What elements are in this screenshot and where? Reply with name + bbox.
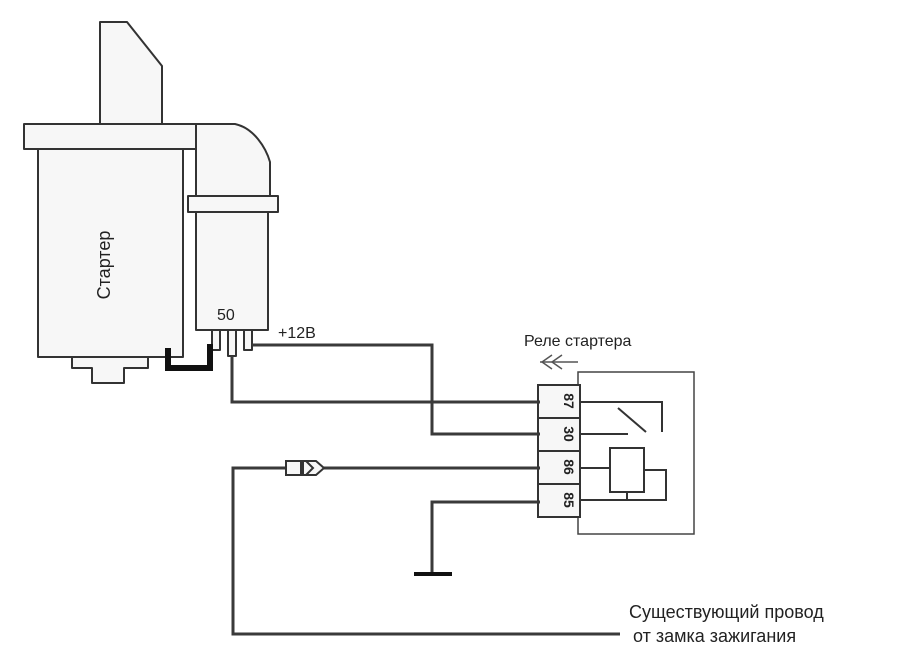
contact-line-87 [580,401,663,432]
starter-body [37,148,184,358]
relay-pin-86-label: 86 [561,459,577,475]
starter-flange [99,21,163,126]
starter-label: Стартер [94,231,114,300]
relay-internals [580,401,667,501]
relay-title: Реле стартера [524,333,632,350]
wire-connector-icon [285,460,326,476]
coil-return [627,469,667,501]
wire-terminal50-to-87 [230,356,540,404]
plus-12v-label: +12В [278,325,316,342]
starter-mounting-plate [23,123,199,150]
wires [230,343,620,636]
wire-plus12v-to-30 [252,343,540,436]
solenoid-elbow [195,123,271,197]
wire-note-line2: от замка зажигания [633,626,796,646]
wire-note-line1: Существующий провод [629,602,824,622]
wire-85-to-ground [430,500,540,574]
terminal-stud-right [243,329,253,351]
starter-motor [23,21,279,384]
terminal-50-label: 50 [217,307,235,324]
relay-direction-arrow-icon [540,354,578,370]
starter-shaft [71,356,149,384]
relay-coil [609,447,645,493]
solenoid-body [195,211,269,331]
relay-pin-87-label: 87 [561,393,577,409]
terminal-stud-middle [227,329,237,357]
ground-strap [165,344,213,371]
switch-contact [617,407,647,433]
relay: 87 30 86 85 [537,371,695,535]
wire-ignition-to-86 [231,466,620,636]
terminal-stud-left [211,329,221,351]
relay-pin-30-label: 30 [561,426,577,442]
solenoid-band [187,195,279,213]
relay-pin-85-label: 85 [561,492,577,508]
